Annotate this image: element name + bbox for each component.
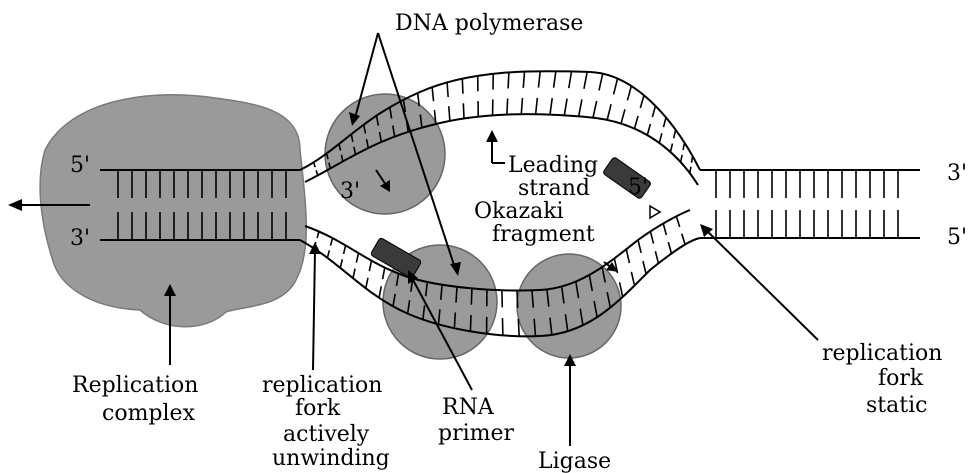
base-pair-rung xyxy=(432,87,433,101)
base-pair-rung xyxy=(579,99,582,116)
base-pair-rung xyxy=(463,103,464,118)
base-pair-rung xyxy=(447,82,448,97)
base-pair-rung xyxy=(554,71,556,87)
okazaki-label-2: fragment xyxy=(492,222,595,247)
fork-unwinding-label-4: unwinding xyxy=(272,446,390,471)
base-pair-rung xyxy=(517,290,518,307)
base-pair-rung xyxy=(682,234,685,245)
base-pair-rung xyxy=(314,162,316,167)
base-pair-rung xyxy=(449,106,450,121)
base-pair-rung xyxy=(674,130,676,138)
end-5-inner-label: 5' xyxy=(628,175,648,200)
base-pair-rung xyxy=(470,315,471,331)
base-pair-rung xyxy=(327,250,329,257)
base-pair-rung xyxy=(456,287,457,303)
base-pair-rung xyxy=(655,251,658,263)
lower-outer-strand xyxy=(300,238,700,336)
base-pair-rung xyxy=(317,232,319,238)
base-pair-rung xyxy=(471,288,472,304)
right-base-pairs xyxy=(716,170,898,238)
arrowhead-unwinding xyxy=(309,242,321,254)
base-pair-rung xyxy=(316,170,318,175)
base-pair-rung xyxy=(692,156,693,162)
dna-polymerase-label: DNA polymerase xyxy=(395,11,583,36)
base-pair-rung xyxy=(652,106,655,117)
base-pair-rung xyxy=(536,98,538,114)
fork-unwinding-label-1: replication xyxy=(262,373,382,398)
base-pair-rung xyxy=(690,167,691,173)
arrowhead-left xyxy=(8,199,22,211)
fork-static-label-3: static xyxy=(866,393,927,418)
base-pair-rung xyxy=(681,155,682,162)
base-pair-rung xyxy=(659,133,662,143)
base-pair-rung xyxy=(627,86,631,100)
ligase-label: Ligase xyxy=(538,449,611,473)
base-pair-rung xyxy=(454,312,455,328)
rna-primer-label-1: RNA xyxy=(442,395,495,420)
base-pair-rung xyxy=(647,124,650,135)
base-pair-rung xyxy=(507,99,508,115)
end-5-left-label: 5' xyxy=(70,153,90,178)
leading-strand-label-2: strand xyxy=(518,176,590,201)
base-pair-rung xyxy=(631,272,634,286)
end-3-inner-label: 3' xyxy=(340,179,360,204)
base-pair-rung xyxy=(593,101,597,118)
replication-complex-label-2: complex xyxy=(102,401,196,426)
base-pair-rung xyxy=(564,99,567,116)
base-pair-rung xyxy=(383,268,385,279)
base-pair-rung xyxy=(379,286,381,297)
base-pair-rung xyxy=(670,144,672,152)
leading-strand-label-1: Leading xyxy=(508,153,598,178)
base-pair-rung xyxy=(599,74,603,91)
base-pair-rung xyxy=(614,79,618,95)
base-pair-rung xyxy=(366,278,368,289)
replication-complex-label-1: Replication xyxy=(72,373,198,398)
base-pair-rung xyxy=(668,242,671,253)
base-pair-rung xyxy=(638,240,641,253)
base-pair-rung xyxy=(344,245,346,254)
base-pair-rung xyxy=(607,104,611,120)
base-pair-rung xyxy=(650,231,653,243)
arrowhead-leading xyxy=(486,130,498,142)
fork-unwinding-label-2: fork xyxy=(295,396,341,421)
base-pair-rung xyxy=(626,249,629,263)
base-pair-rung xyxy=(518,319,519,336)
base-pair-rung xyxy=(634,116,638,129)
base-pair-rung xyxy=(663,224,666,235)
base-pair-rung xyxy=(331,238,333,245)
fork-unwinding-pointer xyxy=(313,250,315,370)
base-pair-rung xyxy=(569,71,572,88)
rna-primer-label-2: primer xyxy=(438,421,515,446)
base-pair-rung xyxy=(621,109,625,123)
base-pair-rung xyxy=(683,143,684,150)
base-pair-rung xyxy=(523,72,524,88)
base-pair-rung xyxy=(663,118,666,128)
end-3-left-label: 3' xyxy=(70,226,90,251)
fork-static-label-1: replication xyxy=(822,341,942,366)
fork-static-pointer xyxy=(706,230,818,340)
base-pair-rung xyxy=(462,79,463,94)
base-pair-rung xyxy=(538,71,540,87)
base-pair-rung xyxy=(676,216,679,227)
base-pair-rung xyxy=(340,259,342,268)
base-pair-rung xyxy=(550,98,552,114)
end-3-right-label: 3' xyxy=(947,161,967,186)
okazaki-label-1: Okazaki xyxy=(474,199,564,224)
fork-unwinding-label-3: actively xyxy=(283,422,370,447)
base-pair-rung xyxy=(369,261,371,272)
end-5-right-label: 5' xyxy=(947,225,967,250)
base-pair-rung xyxy=(508,72,509,88)
open-arrowhead-fork-left xyxy=(650,206,660,218)
base-pair-rung xyxy=(353,269,355,279)
base-pair-rung xyxy=(356,253,358,263)
base-pair-rung xyxy=(521,98,522,114)
base-pair-rung xyxy=(584,72,587,89)
base-pair-rung xyxy=(640,95,644,108)
base-pair-rung xyxy=(643,261,646,274)
fork-static-label-2: fork xyxy=(878,366,924,391)
